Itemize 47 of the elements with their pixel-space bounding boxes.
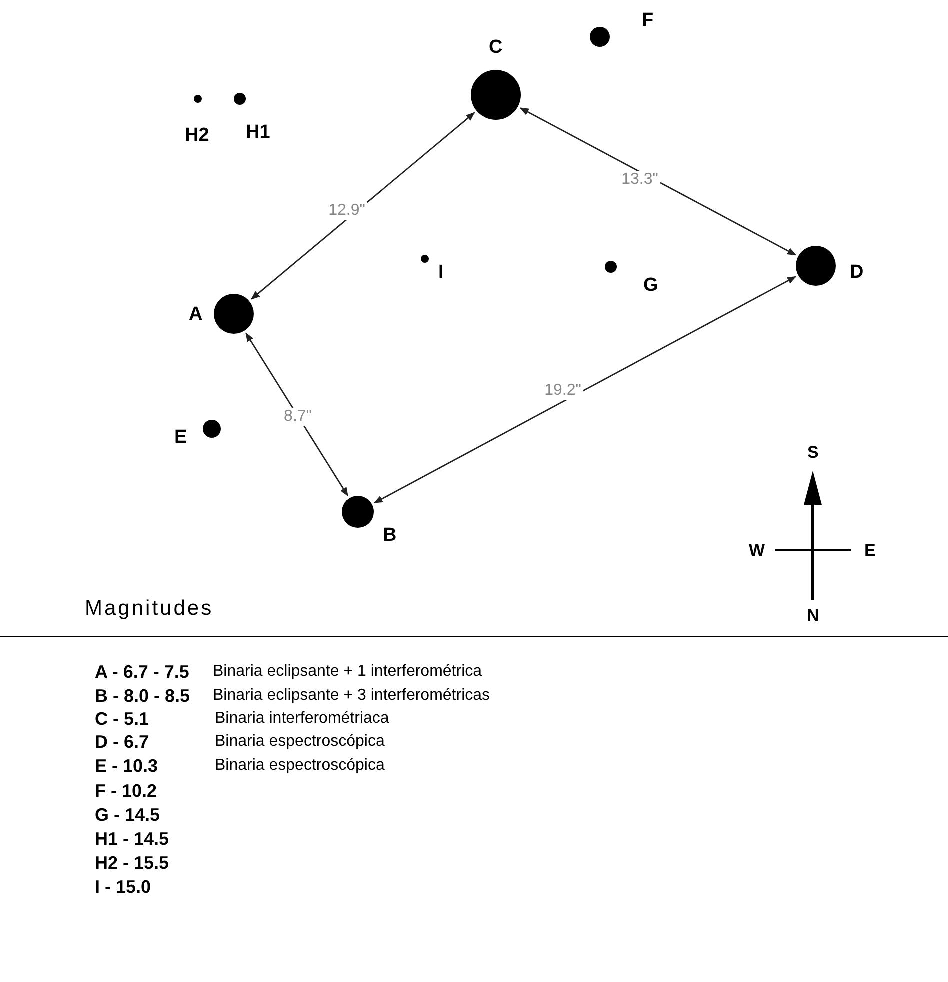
magnitude-value: I - 15.0 <box>95 878 152 896</box>
distance-arrow <box>374 276 797 504</box>
star-label: A <box>189 304 203 324</box>
legend-heading: Magnitudes <box>85 598 214 619</box>
star-label: B <box>383 526 397 544</box>
star-description: Binaria espectroscópica <box>215 758 385 774</box>
magnitude-value: F - 10.2 <box>95 782 158 800</box>
star-label: C <box>489 38 503 56</box>
magnitude-value: E - 10.3 <box>95 757 158 775</box>
magnitude-value: G - 14.5 <box>95 806 160 824</box>
star-description: Binaria interferométriaca <box>215 711 390 727</box>
distance-label: 8.7" <box>282 408 314 426</box>
star-dot <box>421 255 429 263</box>
magnitude-value: C - 5.1 <box>95 710 150 728</box>
distance-arrow <box>520 108 796 256</box>
star-dot <box>194 95 202 103</box>
star-description: Binaria eclipsante + 1 interferométrica <box>213 664 482 680</box>
distance-arrow <box>250 112 476 300</box>
magnitude-value: H1 - 14.5 <box>95 830 170 848</box>
star-dot <box>342 496 374 528</box>
star-label: I <box>438 262 444 282</box>
magnitude-value: A - 6.7 - 7.5 <box>95 663 190 681</box>
magnitude-value: B - 8.0 - 8.5 <box>95 687 190 705</box>
compass-letter: S <box>808 444 819 460</box>
compass-letter: W <box>749 542 766 558</box>
star-description: Binaria eclipsante + 3 interferométricas <box>213 688 490 704</box>
star-label: G <box>644 276 658 294</box>
star-label: H1 <box>246 122 270 142</box>
star-dot <box>796 246 836 286</box>
distance-label: 12.9" <box>326 202 368 220</box>
compass-letter: N <box>807 606 820 624</box>
star-dot <box>471 70 521 120</box>
star-label: D <box>850 262 864 282</box>
star-dot <box>234 93 246 105</box>
magnitude-value: D - 6.7 <box>95 733 150 751</box>
star-label: F <box>642 10 654 30</box>
distance-arrow <box>246 332 348 497</box>
star-dot <box>214 294 254 334</box>
star-dot <box>203 420 221 438</box>
star-label: E <box>174 428 188 446</box>
star-label: H2 <box>185 126 210 144</box>
compass-letter: E <box>864 542 876 558</box>
star-description: Binaria espectroscópica <box>215 734 385 750</box>
star-dot <box>605 261 617 273</box>
magnitude-value: H2 - 15.5 <box>95 854 170 872</box>
star-dot <box>590 27 610 47</box>
distance-label: 19.2" <box>542 382 584 400</box>
